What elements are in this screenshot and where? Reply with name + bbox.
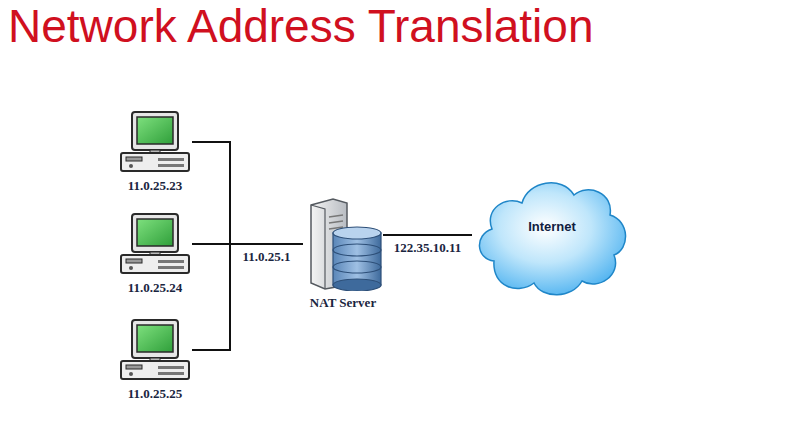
computer-icon: [118, 318, 192, 382]
computer-node: 11.0.25.25: [118, 318, 192, 404]
computer-icon: [118, 110, 192, 174]
internet-cloud: Internet: [472, 165, 632, 305]
nat-server-node: NAT Server: [303, 197, 383, 313]
edge-label: 122.35.10.11: [392, 240, 464, 256]
network-link: [383, 234, 472, 236]
network-link: [192, 244, 303, 350]
computer-node: 11.0.25.23: [118, 110, 192, 196]
network-link: [192, 142, 303, 244]
server-icon: [303, 197, 383, 291]
node-label: NAT Server: [303, 295, 383, 311]
computer-node: 11.0.25.24: [118, 212, 192, 298]
node-label: 11.0.25.23: [118, 178, 192, 194]
computer-icon: [118, 212, 192, 276]
cloud-shape: [472, 165, 632, 305]
cloud-label: Internet: [472, 219, 632, 234]
node-label: 11.0.25.25: [118, 386, 192, 402]
diagram-title: Network Address Translation: [8, 0, 594, 54]
edge-label: 11.0.25.1: [240, 249, 292, 265]
node-label: 11.0.25.24: [118, 280, 192, 296]
